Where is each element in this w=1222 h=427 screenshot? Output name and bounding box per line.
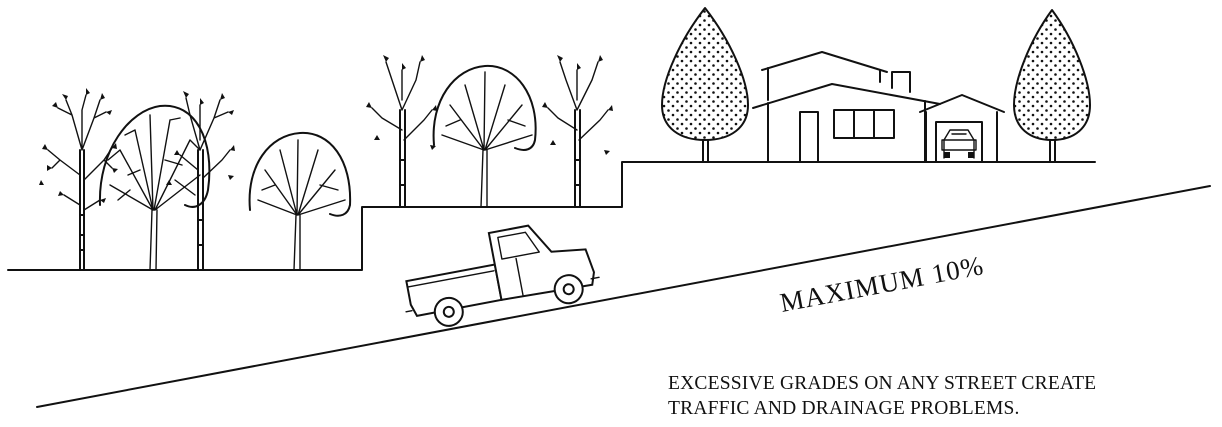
birch-tree-icon [366, 55, 437, 207]
deciduous-tree-icon [434, 66, 536, 207]
house-icon [753, 52, 940, 162]
grade-caption: EXCESSIVE GRADES ON ANY STREET CREATE TR… [668, 371, 1218, 421]
caption-line-2: TRAFFIC AND DRAINAGE PROBLEMS. [668, 396, 1218, 421]
birch-tree-icon [542, 55, 613, 207]
evergreen-tree-icon [662, 8, 748, 162]
house-window [834, 110, 894, 138]
evergreen-tree-icon [1014, 10, 1090, 162]
pickup-truck-icon [395, 214, 603, 333]
caption-line-1: EXCESSIVE GRADES ON ANY STREET CREATE [668, 371, 1218, 396]
middle-tree-group [366, 55, 613, 207]
garage-icon [920, 95, 1004, 162]
parked-car-icon [942, 130, 976, 158]
birch-tree-icon [39, 88, 118, 270]
maximum-grade-label: MAXIMUM 10% [778, 250, 987, 318]
deciduous-tree-icon [250, 133, 351, 270]
deciduous-tree-icon [100, 106, 209, 270]
left-tree-group [39, 88, 350, 270]
house-door [800, 112, 818, 162]
